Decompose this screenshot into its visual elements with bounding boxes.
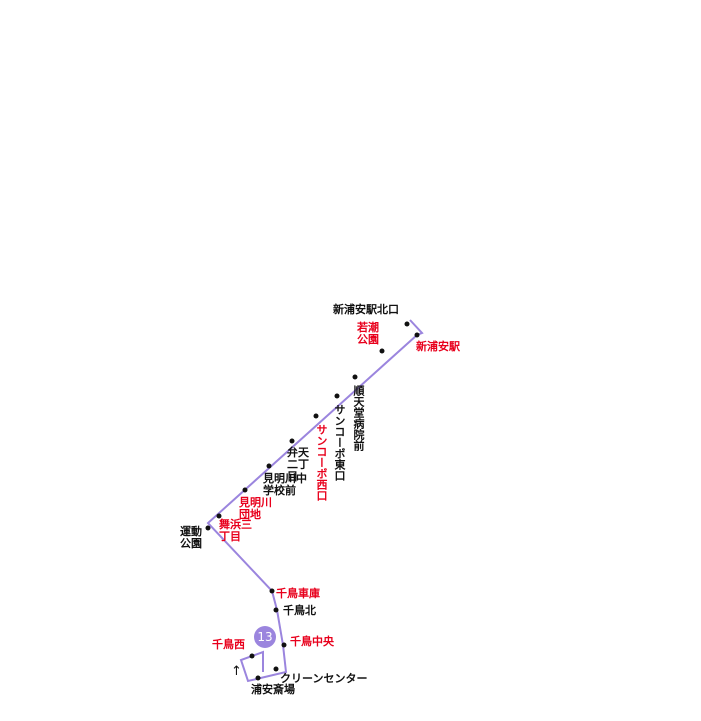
stop-dot xyxy=(255,675,261,681)
stop-label-chidori-west: 千鳥西 xyxy=(212,638,245,651)
stop-dot xyxy=(242,487,248,493)
stop-label-maihama-3: 舞浜三丁目 xyxy=(219,518,252,543)
stop-label-shin-urayasu-north: 新浦安駅北口 xyxy=(333,303,399,316)
stop-label-mimyogawa-school: 見明川中学校前 xyxy=(263,472,307,497)
stop-dot xyxy=(414,332,420,338)
stop-dot xyxy=(352,374,358,380)
stop-label-undo-koen: 運動公園 xyxy=(180,525,202,550)
stop-label-sancopo-west: サンコーポ西口 xyxy=(315,424,328,501)
stop-label-chidori-north: 千鳥北 xyxy=(283,604,316,617)
stop-label-sancopo-east: サンコーポ東口 xyxy=(333,404,346,481)
stop-dot xyxy=(269,588,275,594)
direction-arrow-icon: ↑ xyxy=(231,664,242,679)
stop-dot xyxy=(379,348,385,354)
stop-dot xyxy=(273,607,279,613)
stop-label-wakashio-koen: 若潮公園 xyxy=(357,321,379,346)
stop-dot xyxy=(334,393,340,399)
stop-label-chidori-depot: 千鳥車庫 xyxy=(276,587,320,600)
stop-dot xyxy=(205,525,211,531)
stop-label-chidori-central: 千鳥中央 xyxy=(290,635,334,648)
stop-label-clean-center: クリーンセンター xyxy=(280,672,368,685)
stop-dot xyxy=(216,513,222,519)
stop-dot xyxy=(404,321,410,327)
stop-dot xyxy=(289,438,295,444)
stop-dot xyxy=(273,666,279,672)
stop-label-mimyogawa-danchi: 見明川団地 xyxy=(239,496,272,521)
stop-dot xyxy=(249,653,255,659)
stop-label-benten-2: 弁天二丁目 xyxy=(287,446,309,483)
stop-dot xyxy=(266,463,272,469)
route-number-badge: 13 xyxy=(254,626,276,648)
stop-label-urayasu-saijo: 浦安斎場 xyxy=(251,683,295,696)
stop-label-shin-urayasu: 新浦安駅 xyxy=(416,340,460,353)
stop-dot xyxy=(281,642,287,648)
stop-dot xyxy=(313,413,319,419)
stop-label-juntendo: 順天堂病院前 xyxy=(352,385,365,451)
